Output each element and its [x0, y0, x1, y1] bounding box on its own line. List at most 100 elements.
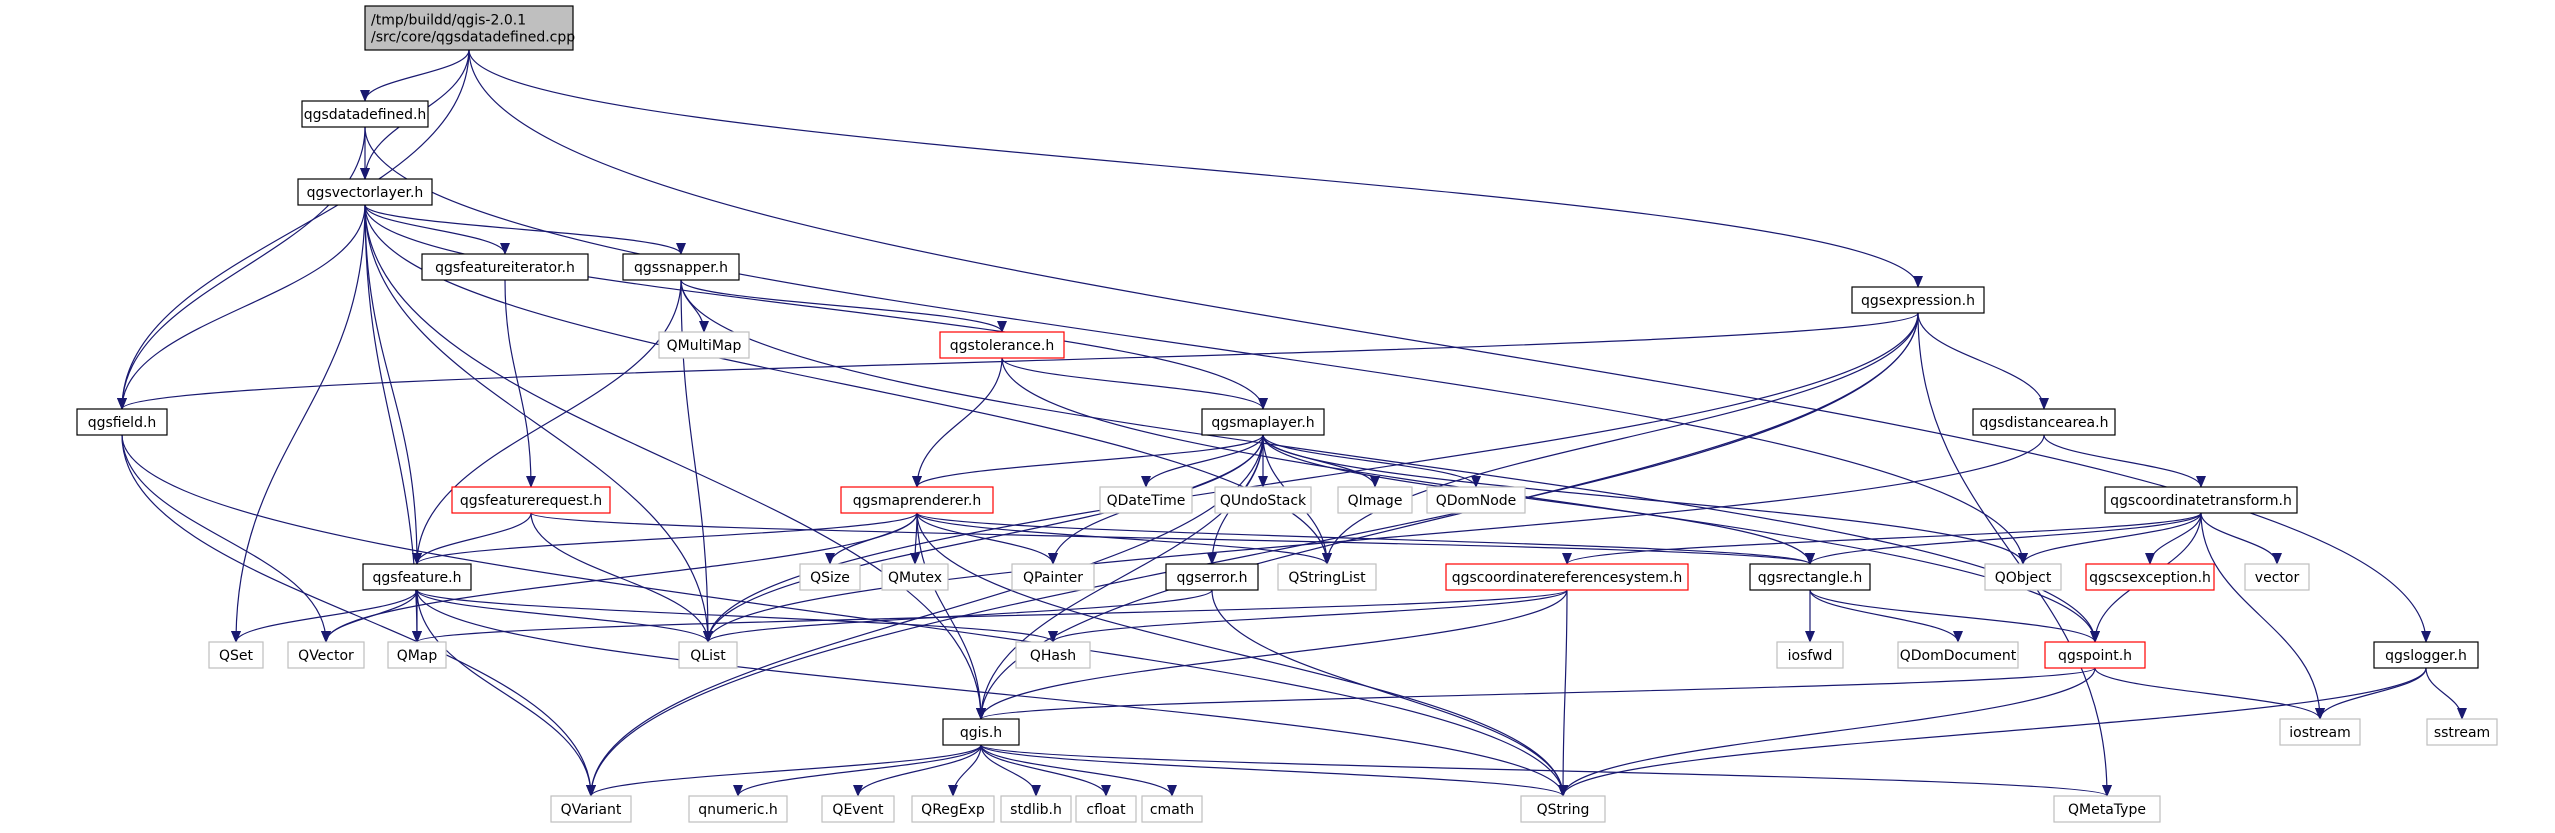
node-box-qset[interactable]	[208, 641, 264, 669]
node-box-qhash[interactable]	[1015, 641, 1091, 669]
node-qmap[interactable]: QMap	[387, 641, 447, 669]
node-box-qgsfeature_h[interactable]	[362, 563, 472, 591]
node-qvariant[interactable]: QVariant	[550, 795, 632, 823]
node-box-qgstolerance_h[interactable]	[939, 331, 1065, 359]
node-box-qmap[interactable]	[387, 641, 447, 669]
node-box-qnumeric_h[interactable]	[688, 795, 788, 823]
node-box-qevent[interactable]	[821, 795, 895, 823]
node-qgslogger_h[interactable]: qgslogger.h	[2373, 641, 2479, 669]
node-box-qgsfeaturerequest_h[interactable]	[451, 486, 611, 514]
node-box-qgis_h[interactable]	[942, 718, 1020, 746]
node-qimage[interactable]: QImage	[1337, 486, 1413, 514]
node-iostream[interactable]: iostream	[2279, 718, 2361, 746]
node-qregexp[interactable]: QRegExp	[911, 795, 995, 823]
node-box-qdomnode[interactable]	[1426, 486, 1526, 514]
node-box-qgsmaplayer_h[interactable]	[1201, 408, 1325, 436]
node-box-qlist[interactable]	[678, 641, 738, 669]
node-box-qgsdatadefined_h[interactable]	[301, 100, 429, 128]
node-box-iosfwd[interactable]	[1776, 641, 1844, 669]
node-box-qgsexpression_h[interactable]	[1851, 286, 1985, 314]
node-iosfwd[interactable]: iosfwd	[1776, 641, 1844, 669]
node-qgssnapper_h[interactable]: qgssnapper.h	[622, 253, 740, 281]
node-qgsmaprenderer_h[interactable]: qgsmaprenderer.h	[840, 486, 994, 514]
node-qundostack[interactable]: QUndoStack	[1214, 486, 1312, 514]
node-qdomdocument[interactable]: QDomDocument	[1897, 641, 2019, 669]
node-qstringlist[interactable]: QStringList	[1277, 563, 1377, 591]
node-box-qgsrectangle_h[interactable]	[1749, 563, 1871, 591]
node-box-root[interactable]	[364, 5, 574, 51]
node-qlist[interactable]: QList	[678, 641, 738, 669]
node-box-qgsvectorlayer_h[interactable]	[297, 178, 433, 206]
node-box-sstream[interactable]	[2426, 718, 2498, 746]
node-box-qgsfield_h[interactable]	[76, 408, 168, 436]
node-qset[interactable]: QSet	[208, 641, 264, 669]
node-qgstolerance_h[interactable]: qgstolerance.h	[939, 331, 1065, 359]
node-box-qgsmaprenderer_h[interactable]	[840, 486, 994, 514]
node-qgsrectangle_h[interactable]: qgsrectangle.h	[1749, 563, 1871, 591]
node-box-qgscoordinatetransform_h[interactable]	[2104, 486, 2298, 514]
node-root[interactable]: /tmp/buildd/qgis-2.0.1/src/core/qgsdatad…	[364, 5, 575, 51]
node-box-qgslogger_h[interactable]	[2373, 641, 2479, 669]
node-qdomnode[interactable]: QDomNode	[1426, 486, 1526, 514]
node-box-qgscoordinatereferencesystem_h[interactable]	[1445, 563, 1689, 591]
node-qmetatype[interactable]: QMetaType	[2053, 795, 2161, 823]
node-qgsexpression_h[interactable]: qgsexpression.h	[1851, 286, 1985, 314]
node-box-qgspoint_h[interactable]	[2044, 641, 2146, 669]
node-qgsfeature_h[interactable]: qgsfeature.h	[362, 563, 472, 591]
node-qgserror_h[interactable]: qgserror.h	[1165, 563, 1259, 591]
node-box-vector[interactable]	[2244, 563, 2310, 591]
node-sstream[interactable]: sstream	[2426, 718, 2498, 746]
node-box-qvector[interactable]	[287, 641, 365, 669]
node-qvector[interactable]: QVector	[287, 641, 365, 669]
node-qgsdatadefined_h[interactable]: qgsdatadefined.h	[301, 100, 429, 128]
node-qgsvectorlayer_h[interactable]: qgsvectorlayer.h	[297, 178, 433, 206]
node-box-cmath[interactable]	[1141, 795, 1203, 823]
node-cmath[interactable]: cmath	[1141, 795, 1203, 823]
node-qgsfeatureiterator_h[interactable]: qgsfeatureiterator.h	[421, 253, 589, 281]
node-qgsfeaturerequest_h[interactable]: qgsfeaturerequest.h	[451, 486, 611, 514]
node-box-qimage[interactable]	[1337, 486, 1413, 514]
node-box-qdatetime[interactable]	[1099, 486, 1193, 514]
node-qmutex[interactable]: QMutex	[881, 563, 949, 591]
node-qgspoint_h[interactable]: qgspoint.h	[2044, 641, 2146, 669]
node-box-qmutex[interactable]	[881, 563, 949, 591]
node-qgscoordinatetransform_h[interactable]: qgscoordinatetransform.h	[2104, 486, 2298, 514]
node-qgis_h[interactable]: qgis.h	[942, 718, 1020, 746]
node-box-qpainter[interactable]	[1011, 563, 1095, 591]
node-box-stdlib_h[interactable]	[1000, 795, 1072, 823]
node-vector[interactable]: vector	[2244, 563, 2310, 591]
node-box-qgsfeatureiterator_h[interactable]	[421, 253, 589, 281]
node-cfloat[interactable]: cfloat	[1075, 795, 1137, 823]
node-qgscsexception_h[interactable]: qgscsexception.h	[2085, 563, 2215, 591]
node-box-qmultimap[interactable]	[658, 331, 750, 359]
node-box-qregexp[interactable]	[911, 795, 995, 823]
node-qgsdistancearea_h[interactable]: qgsdistancearea.h	[1972, 408, 2116, 436]
node-box-qgscsexception_h[interactable]	[2085, 563, 2215, 591]
node-qevent[interactable]: QEvent	[821, 795, 895, 823]
node-box-qgsdistancearea_h[interactable]	[1972, 408, 2116, 436]
node-box-qobject[interactable]	[1984, 563, 2062, 591]
node-box-qvariant[interactable]	[550, 795, 632, 823]
node-qgsmaplayer_h[interactable]: qgsmaplayer.h	[1201, 408, 1325, 436]
node-box-qundostack[interactable]	[1214, 486, 1312, 514]
node-box-qgssnapper_h[interactable]	[622, 253, 740, 281]
node-box-qmetatype[interactable]	[2053, 795, 2161, 823]
node-qgsfield_h[interactable]: qgsfield.h	[76, 408, 168, 436]
node-box-qgserror_h[interactable]	[1165, 563, 1259, 591]
node-box-qdomdocument[interactable]	[1897, 641, 2019, 669]
node-box-qstring[interactable]	[1520, 795, 1606, 823]
node-qobject[interactable]: QObject	[1984, 563, 2062, 591]
node-qstring[interactable]: QString	[1520, 795, 1606, 823]
node-box-iostream[interactable]	[2279, 718, 2361, 746]
node-box-qstringlist[interactable]	[1277, 563, 1377, 591]
node-qnumeric_h[interactable]: qnumeric.h	[688, 795, 788, 823]
node-qsize[interactable]: QSize	[799, 563, 861, 591]
node-box-cfloat[interactable]	[1075, 795, 1137, 823]
node-qdatetime[interactable]: QDateTime	[1099, 486, 1193, 514]
node-box-qsize[interactable]	[799, 563, 861, 591]
node-stdlib_h[interactable]: stdlib.h	[1000, 795, 1072, 823]
node-qgscoordinatereferencesystem_h[interactable]: qgscoordinatereferencesystem.h	[1445, 563, 1689, 591]
node-qpainter[interactable]: QPainter	[1011, 563, 1095, 591]
node-qmultimap[interactable]: QMultiMap	[658, 331, 750, 359]
node-qhash[interactable]: QHash	[1015, 641, 1091, 669]
